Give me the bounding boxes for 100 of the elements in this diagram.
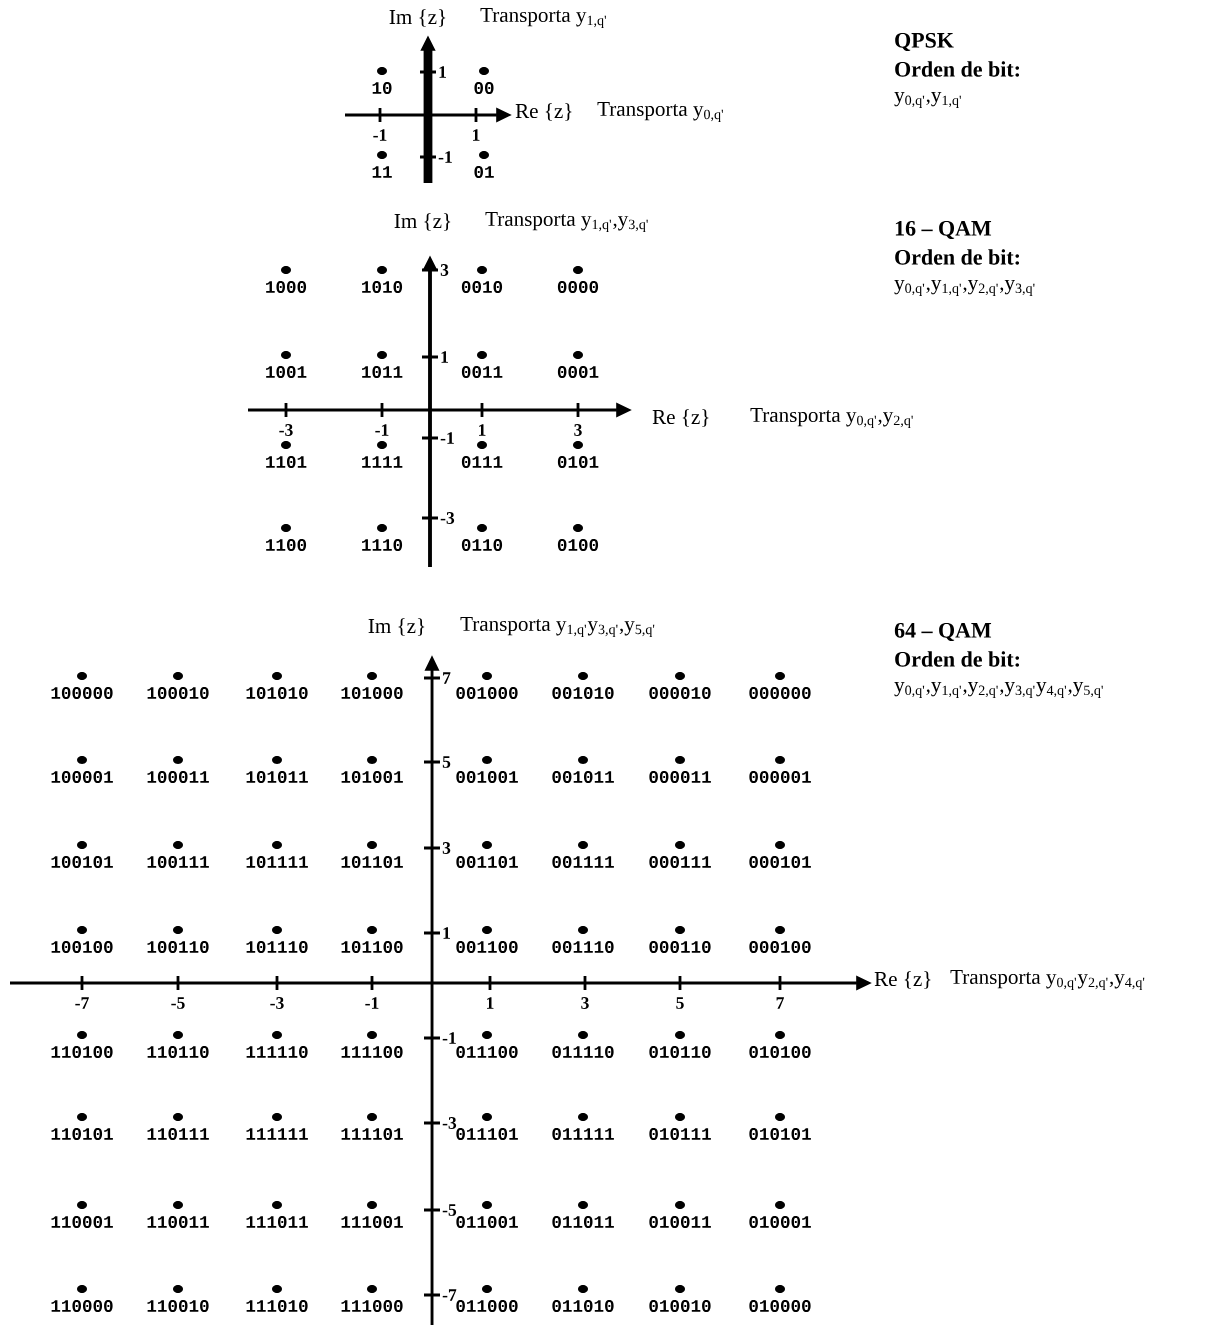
- bit-label: 010111: [649, 1128, 711, 1140]
- bit-label: 000011: [649, 771, 711, 783]
- tick-label: -1: [438, 151, 452, 163]
- bit-label: 011111: [552, 1128, 614, 1140]
- bit-label: 001100: [456, 941, 518, 953]
- bit-label: 1010: [362, 281, 403, 293]
- bit-label: 101111: [246, 856, 308, 868]
- axis-label: Im {z}: [394, 213, 451, 231]
- tick-label: 3: [574, 424, 582, 436]
- bit-label: 000001: [749, 771, 811, 783]
- bit-label: 000100: [749, 941, 811, 953]
- bit-label: 1001: [266, 366, 307, 378]
- axis-label: Transporta y$_{0,q'}$y$_{2,q'}$,y$_{4,q'}$: [950, 970, 1145, 990]
- bit-label: 101101: [341, 856, 403, 868]
- tick-label: -1: [440, 432, 454, 444]
- tick-label: 1: [441, 351, 448, 363]
- bit-label: 1000: [266, 281, 307, 293]
- heading: Orden de bit:: [895, 61, 1020, 77]
- bit-label: 011110: [552, 1046, 614, 1058]
- bit-label: 011000: [456, 1300, 518, 1312]
- heading: Orden de bit:: [895, 249, 1020, 265]
- bit-label: 001010: [552, 687, 614, 699]
- bit-label: 0010: [461, 281, 503, 293]
- bit-label: 111110: [246, 1046, 308, 1058]
- bit-label: 110010: [147, 1300, 209, 1312]
- bit-label: 111011: [246, 1216, 308, 1228]
- bit-label: 010001: [749, 1216, 811, 1228]
- bit-label: 111010: [246, 1300, 308, 1312]
- tick-label: -1: [375, 424, 389, 436]
- axis-label: Re {z}: [874, 971, 931, 989]
- axis-label: Re {z}: [515, 103, 572, 121]
- bit-label: 111000: [341, 1300, 403, 1312]
- tick-label: 3: [440, 264, 449, 276]
- heading: Orden de bit:: [895, 651, 1020, 667]
- bit-label: 001001: [456, 771, 518, 783]
- bit-label: 100001: [51, 771, 113, 783]
- bit-label: 101000: [341, 687, 403, 699]
- bit-label: 1110: [362, 539, 403, 551]
- bit-label: 1011: [362, 366, 403, 378]
- bit-label: 100000: [51, 687, 113, 699]
- bit-label: 010101: [749, 1128, 811, 1140]
- bit-label: 100111: [147, 856, 209, 868]
- bit-label: 000111: [649, 856, 711, 868]
- bit-label: 010000: [749, 1300, 811, 1312]
- bit-label: 110001: [51, 1216, 113, 1228]
- axis-label: Transporta y$_{0,q'}$,y$_{2,q'}$: [750, 408, 913, 428]
- bit-label: 0000: [557, 281, 599, 293]
- tick-label: 3: [581, 997, 589, 1009]
- axis-label: Re {z}: [652, 409, 709, 427]
- axis-label: Im {z}: [389, 9, 446, 27]
- axis-label: Transporta y$_{1,q'}$,y$_{3,q'}$: [485, 212, 648, 232]
- bit-label: 00: [474, 82, 494, 94]
- bit-label: 10: [372, 82, 392, 94]
- bit-label: 101011: [246, 771, 308, 783]
- tick-label: 1: [479, 424, 486, 436]
- bit-label: 111111: [246, 1128, 308, 1140]
- tick-label: -3: [440, 512, 455, 524]
- tick-label: -5: [442, 1204, 457, 1216]
- bit-label: 100010: [147, 687, 209, 699]
- tick-label: 5: [442, 756, 451, 768]
- bit-label: 000110: [649, 941, 711, 953]
- tick-label: -3: [279, 424, 293, 436]
- tick-label: 1: [473, 129, 480, 141]
- tick-label: -7: [75, 997, 89, 1009]
- bit-label: 111001: [341, 1216, 403, 1228]
- bit-label: 010011: [649, 1216, 711, 1228]
- bit-label: 1100: [266, 539, 307, 551]
- bit-label: 1101: [266, 456, 307, 468]
- tick-label: -3: [442, 1117, 457, 1129]
- axis-label: Im {z}: [368, 618, 425, 636]
- bit-label: 001011: [552, 771, 614, 783]
- bit-label: 0101: [557, 456, 599, 468]
- bit-label: 1111: [362, 456, 403, 468]
- bit-label: 011100: [456, 1046, 518, 1058]
- heading: 16 – QAM: [895, 220, 992, 240]
- bit-label: 010100: [749, 1046, 811, 1058]
- bit-label: 111100: [341, 1046, 403, 1058]
- bit-label: 100011: [147, 771, 209, 783]
- bit-label: 100110: [147, 941, 209, 953]
- tick-label: -5: [171, 997, 185, 1009]
- bit-label: 101001: [341, 771, 403, 783]
- bit-label: 010110: [649, 1046, 711, 1058]
- bit-label: 0111: [461, 456, 503, 468]
- bit-label: 110100: [51, 1046, 113, 1058]
- tick-label: -7: [442, 1289, 457, 1301]
- bit-label: 11: [372, 166, 392, 178]
- tick-label: -1: [365, 997, 379, 1009]
- bit-label: 001000: [456, 687, 518, 699]
- bit-label: 011010: [552, 1300, 614, 1312]
- bit-label: 001110: [552, 941, 614, 953]
- tick-label: 1: [487, 997, 494, 1009]
- axis-label: y$_{0,q'}$,y$_{1,q'}$: [894, 92, 961, 108]
- bit-label: 100100: [51, 941, 113, 953]
- tick-label: -1: [442, 1032, 456, 1044]
- bit-label: 110110: [147, 1046, 209, 1058]
- bit-label: 110101: [51, 1128, 113, 1140]
- bit-label: 0100: [557, 539, 599, 551]
- axis-label: y$_{0,q'}$,y$_{1,q'}$,y$_{2,q'}$,y$_{3,q'}$y$_{4,q'}$,y$_{5,q'}$: [894, 682, 1103, 698]
- bit-label: 001111: [552, 856, 614, 868]
- bit-label: 110011: [147, 1216, 209, 1228]
